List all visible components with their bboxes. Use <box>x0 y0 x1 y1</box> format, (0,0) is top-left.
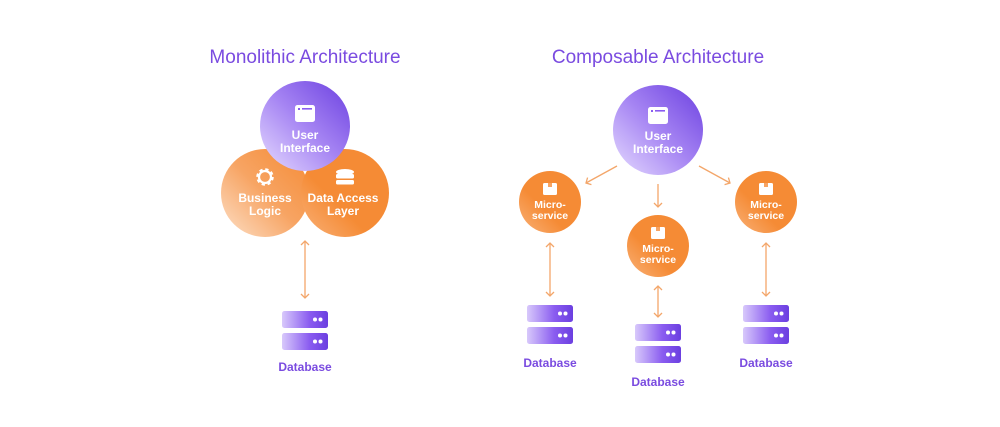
microservice-label-2: service <box>640 254 676 266</box>
window-icon <box>295 105 315 122</box>
business-logic-node: Business Logic <box>221 149 309 237</box>
database-server-icon-1 <box>527 305 573 344</box>
database-server-icon <box>282 311 328 350</box>
ui-label-1: User <box>645 129 672 143</box>
microservice-node-1: Micro- service <box>519 171 581 233</box>
microservice-label-2: service <box>532 210 568 222</box>
arrow-to-microservice-3 <box>698 165 731 186</box>
ui-label-1: User <box>292 128 319 142</box>
monolithic-title: Monolithic Architecture <box>209 47 400 68</box>
box-icon <box>651 227 665 239</box>
microservice-label-1: Micro- <box>534 199 566 211</box>
microservice-label-1: Micro- <box>750 199 782 211</box>
composable-user-interface-node: User Interface <box>613 85 703 175</box>
microservice-node-2: Micro- service <box>627 215 689 277</box>
arrow-to-microservice-1 <box>585 165 618 186</box>
monolithic-database-label: Database <box>278 360 332 374</box>
microservice-node-3: Micro- service <box>735 171 797 233</box>
box-icon <box>759 183 773 195</box>
database-server-icon-2 <box>635 324 681 363</box>
data-access-label-2: Layer <box>327 204 359 218</box>
database-label-3: Database <box>739 356 793 370</box>
window-icon <box>648 107 668 124</box>
database-server-icon-3 <box>743 305 789 344</box>
data-access-layer-node: Data Access Layer <box>301 149 389 237</box>
monolithic-user-interface-node: User Interface <box>260 81 350 171</box>
microservice-label-1: Micro- <box>642 243 674 255</box>
gear-icon <box>256 168 274 186</box>
box-icon <box>543 183 557 195</box>
database-label-2: Database <box>631 375 685 389</box>
business-logic-label-1: Business <box>238 191 292 205</box>
microservice-label-2: service <box>748 210 784 222</box>
business-logic-label-2: Logic <box>249 204 281 218</box>
ui-label-2: Interface <box>280 141 330 155</box>
composable-title: Composable Architecture <box>552 47 764 68</box>
data-access-label-1: Data Access <box>308 191 379 205</box>
ui-label-2: Interface <box>633 142 683 156</box>
database-icon <box>336 169 354 185</box>
database-label-1: Database <box>523 356 577 370</box>
